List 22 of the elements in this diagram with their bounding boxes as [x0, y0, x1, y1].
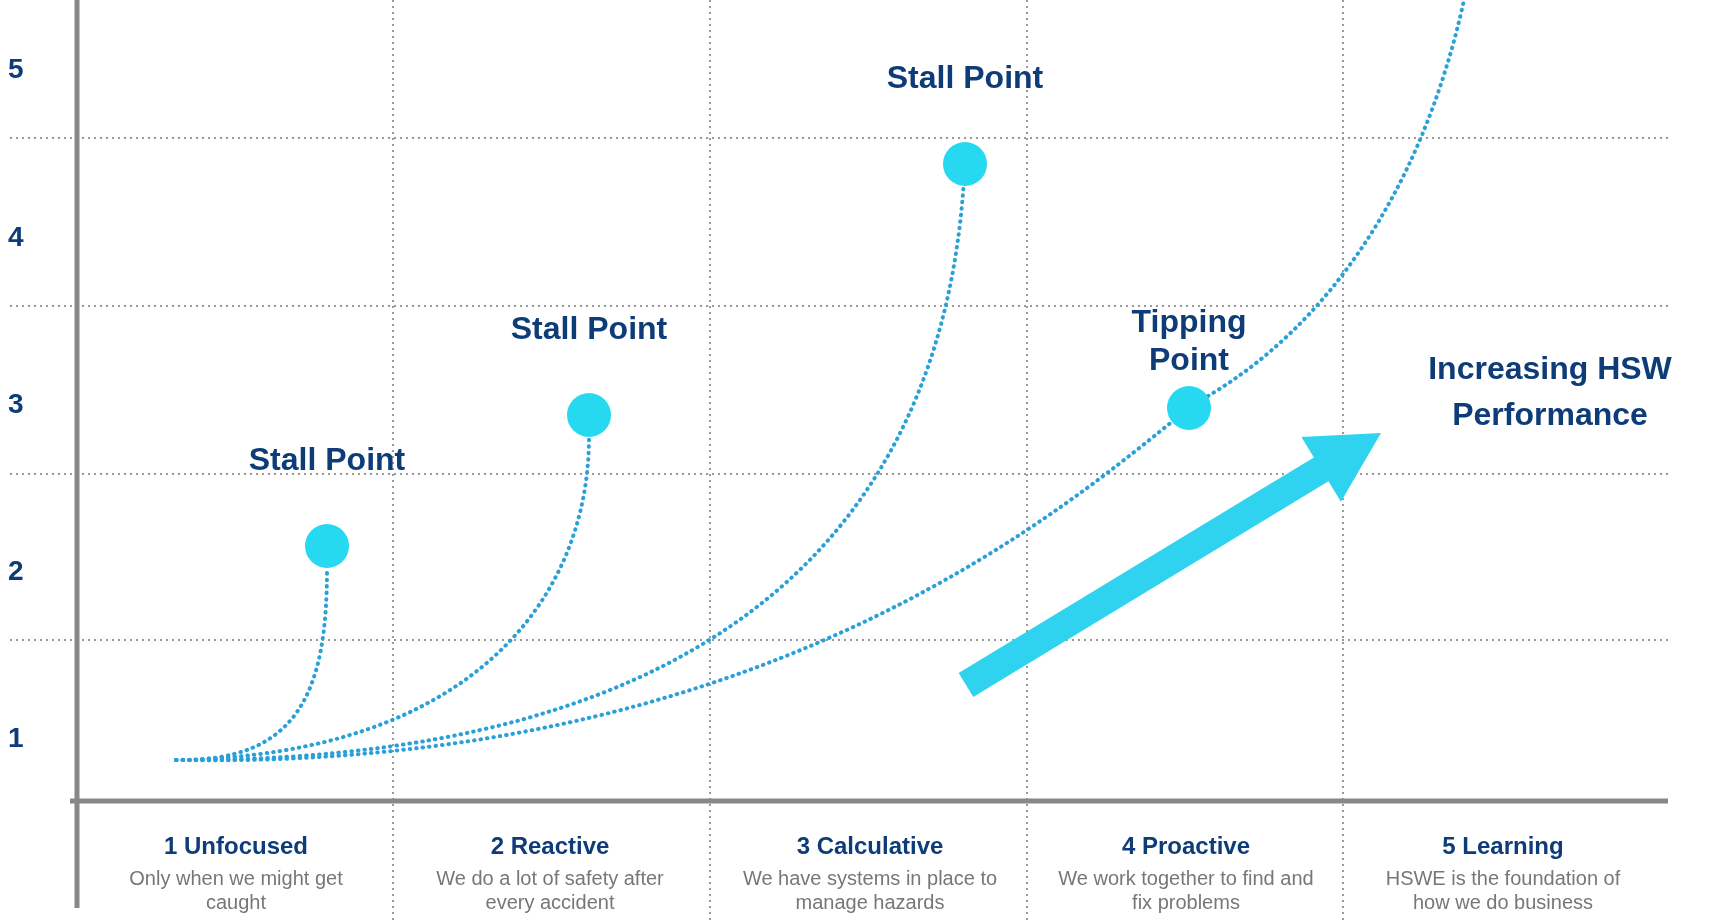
axis-tick-label: 1 [8, 722, 24, 754]
stage-description: Only when we might get caught [128, 866, 344, 914]
stage-description: We work together to find and fix problems [1057, 866, 1315, 914]
point-label: Tipping Point [1130, 302, 1248, 379]
stage-heading: 1 Unfocused [164, 832, 308, 860]
curve-line [174, 435, 591, 762]
curve-line [174, 419, 1174, 762]
stage-description: We have systems in place to manage hazards [741, 866, 999, 914]
stage-heading: 3 Calculative [796, 832, 944, 860]
stage-heading: 4 Proactive [1121, 832, 1251, 860]
point-label: Stall Point [509, 309, 669, 348]
stage-heading: 5 Learning [1442, 832, 1564, 860]
point-label: Stall Point [885, 58, 1045, 97]
axis-tick-label: 3 [8, 388, 24, 420]
axis-tick-label: 5 [8, 53, 24, 85]
point-label: Stall Point [247, 440, 407, 479]
axis-tick-label: 2 [8, 555, 24, 587]
axis-tick-label: 4 [8, 221, 24, 253]
stage-description: We do a lot of safety after every accident [435, 866, 665, 914]
arrow-label: Increasing HSW Performance [1427, 349, 1673, 434]
stage-description: HSWE is the foundation of how we do business [1384, 866, 1622, 914]
stage-heading: 2 Reactive [490, 832, 610, 860]
